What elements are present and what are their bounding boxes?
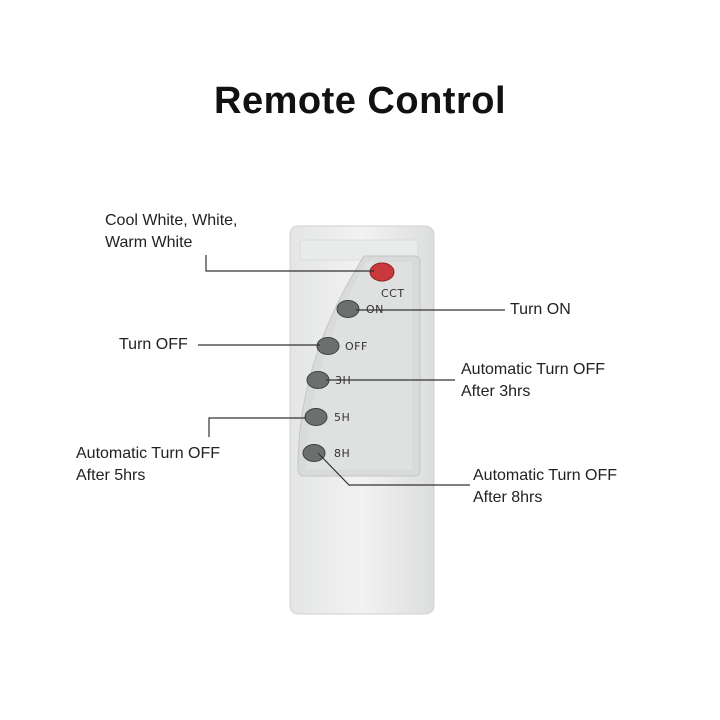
8h-callout-line [317, 452, 470, 486]
5h-button[interactable] [304, 408, 328, 426]
on-button-label: ON [366, 303, 384, 316]
3h-button-label: 3H [335, 374, 352, 387]
page-title: Remote Control [214, 80, 506, 122]
cct-callout-label: Cool White, White, Warm White [105, 212, 238, 251]
3h-button[interactable] [306, 371, 330, 389]
8h-callout-label: Automatic Turn OFF After 8hrs [473, 467, 618, 506]
8h-button[interactable] [302, 444, 326, 462]
off-button-label: OFF [345, 340, 368, 353]
on-button[interactable] [336, 300, 360, 318]
on-callout-label: Turn ON [510, 301, 571, 318]
off-callout-label: Turn OFF [119, 336, 188, 353]
8h-button-label: 8H [334, 447, 351, 460]
5h-callout-line [208, 417, 306, 437]
cct-button-label: CCT [381, 287, 405, 300]
5h-button-label: 5H [334, 411, 351, 424]
3h-callout-label: Automatic Turn OFF After 3hrs [461, 361, 606, 400]
5h-callout-label: Automatic Turn OFF After 5hrs [76, 445, 221, 484]
cct-button[interactable] [369, 262, 395, 282]
off-button[interactable] [316, 337, 340, 355]
cct-callout-line [205, 255, 374, 272]
remote-top-recess [299, 239, 419, 261]
